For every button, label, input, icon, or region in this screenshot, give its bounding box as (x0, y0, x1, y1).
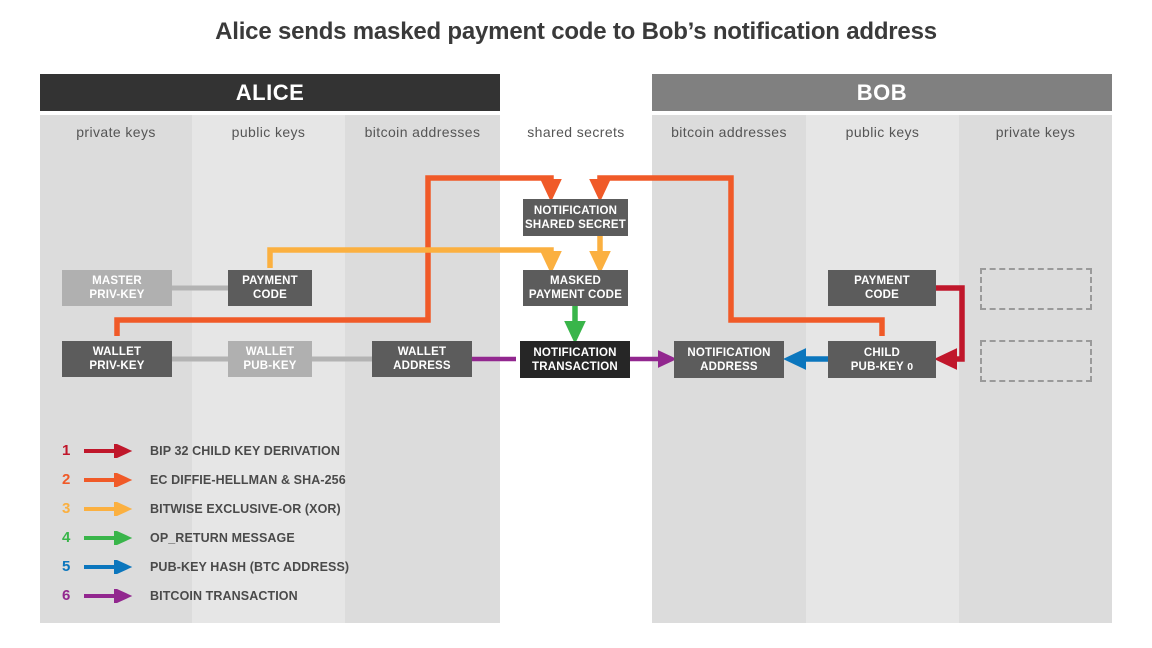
column-caption-label: public keys (231, 124, 306, 140)
legend-row[interactable]: 3 BITWISE EXCLUSIVE-OR (XOR) (62, 494, 349, 523)
node-line-1: PAYMENT (242, 275, 298, 287)
node-child-index: 0 (907, 360, 914, 373)
column-caption-label: bitcoin addresses (671, 124, 787, 140)
node-line-2: PRIV-KEY (89, 360, 145, 372)
column-caption-bob-bitcoin-addresses: bitcoin addresses (652, 118, 806, 146)
node-line-2: PRIV-KEY (89, 289, 145, 301)
node-notification-shared-secret[interactable]: NOTIFICATION SHARED SECRET (523, 199, 628, 236)
node-line-2: PUB-KEY (243, 360, 297, 372)
node-line-2: SHARED SECRET (524, 218, 626, 231)
node-alice-wallet-privkey[interactable]: WALLET PRIV-KEY (62, 341, 172, 377)
column-caption-bob-private-keys: private keys (959, 118, 1112, 146)
node-notification-transaction[interactable]: NOTIFICATION TRANSACTION (520, 341, 630, 378)
legend-label: BITCOIN TRANSACTION (150, 588, 298, 603)
node-bob-child-pubkey-0[interactable]: CHILD PUB-KEY 0 (828, 341, 936, 378)
band-bob-private-keys (959, 115, 1112, 623)
legend-label: BIP 32 CHILD KEY DERIVATION (150, 443, 341, 458)
node-bob-private-key-placeholder-bottom (980, 340, 1092, 382)
legend-arrow-icon (84, 443, 133, 458)
column-caption-alice-public-keys: public keys (192, 118, 345, 146)
node-line-1: MASTER (92, 275, 142, 287)
column-caption-alice-private-keys: private keys (40, 118, 192, 146)
node-line-1: MASKED (549, 275, 602, 287)
node-line-2: ADDRESS (700, 360, 758, 373)
node-bob-notification-address[interactable]: NOTIFICATION ADDRESS (674, 341, 784, 378)
link-ecdh-bob-to-shared-secret (589, 175, 885, 336)
column-caption-label: private keys (76, 124, 156, 140)
legend-label: BITWISE EXCLUSIVE-OR (XOR) (150, 501, 341, 516)
legend-arrow-icon (84, 472, 133, 487)
node-line-1: CHILD (863, 346, 901, 359)
node-line-2: CODE (252, 289, 288, 301)
legend-row[interactable]: 4 OP_RETURN MESSAGE (62, 523, 349, 552)
legend-label: OP_RETURN MESSAGE (150, 530, 295, 545)
legend-row[interactable]: 6 BITCOIN TRANSACTION (62, 581, 349, 610)
node-line-1: WALLET (92, 346, 142, 358)
node-line-2: TRANSACTION (532, 360, 618, 373)
column-caption-label: shared secrets (527, 124, 625, 140)
node-line-2: CODE (864, 289, 900, 301)
party-header-alice: ALICE (40, 74, 500, 111)
party-header-bob: BOB (652, 74, 1112, 111)
legend-arrow-icon (84, 559, 133, 574)
node-alice-wallet-pubkey[interactable]: WALLET PUB-KEY (228, 341, 312, 377)
link-bip32-payment-code-to-child-pubkey (933, 285, 965, 370)
legend: 1 BIP 32 CHILD KEY DERIVATION 2 EC DIFFI… (62, 436, 349, 610)
legend-row[interactable]: 1 BIP 32 CHILD KEY DERIVATION (62, 436, 349, 465)
legend-arrow-icon (84, 501, 133, 516)
node-line-2: PAYMENT CODE (528, 289, 623, 301)
node-bob-private-key-placeholder-top (980, 268, 1092, 310)
node-alice-wallet-address[interactable]: WALLET ADDRESS (372, 341, 472, 377)
legend-number: 6 (62, 587, 71, 604)
node-bob-payment-code[interactable]: PAYMENT CODE (828, 270, 936, 306)
node-line-2: PUB-KEY 0 (851, 360, 914, 374)
node-alice-payment-code[interactable]: PAYMENT CODE (228, 270, 312, 306)
legend-number: 1 (62, 442, 71, 459)
node-alice-master-privkey[interactable]: MASTER PRIV-KEY (62, 270, 172, 306)
legend-label: PUB-KEY HASH (BTC ADDRESS) (150, 559, 350, 574)
legend-row[interactable]: 2 EC DIFFIE-HELLMAN & SHA-256 (62, 465, 349, 494)
legend-arrow-icon (84, 588, 133, 603)
party-header-alice-label: ALICE (235, 79, 305, 105)
column-caption-label: bitcoin addresses (364, 124, 481, 140)
legend-number: 3 (62, 500, 71, 517)
legend-number: 4 (62, 529, 71, 546)
column-caption-alice-bitcoin-addresses: bitcoin addresses (345, 118, 500, 146)
column-caption-shared-secrets: shared secrets (500, 118, 652, 146)
node-line-1: NOTIFICATION (533, 346, 617, 359)
legend-number: 5 (62, 558, 71, 575)
node-line-2: ADDRESS (393, 360, 451, 372)
column-caption-label: public keys (845, 124, 920, 140)
party-header-bob-label: BOB (856, 79, 908, 105)
column-caption-bob-public-keys: public keys (806, 118, 959, 146)
node-line-2-text: PUB-KEY (850, 360, 904, 373)
node-line-1: PAYMENT (854, 275, 910, 287)
node-line-1: NOTIFICATION (533, 204, 618, 217)
node-line-1: NOTIFICATION (687, 346, 771, 359)
legend-label: EC DIFFIE-HELLMAN & SHA-256 (150, 472, 346, 487)
legend-row[interactable]: 5 PUB-KEY HASH (BTC ADDRESS) (62, 552, 349, 581)
page-title: Alice sends masked payment code to Bob’s… (215, 18, 937, 45)
node-line-1: WALLET (397, 346, 447, 358)
link-xor-payment-code-to-masked (267, 247, 562, 275)
legend-number: 2 (62, 471, 71, 488)
node-line-1: WALLET (245, 346, 295, 358)
link-ecdh-alice-to-shared-secret (114, 175, 562, 336)
column-caption-label: private keys (995, 124, 1076, 140)
node-masked-payment-code[interactable]: MASKED PAYMENT CODE (523, 270, 628, 306)
legend-arrow-icon (84, 530, 133, 545)
